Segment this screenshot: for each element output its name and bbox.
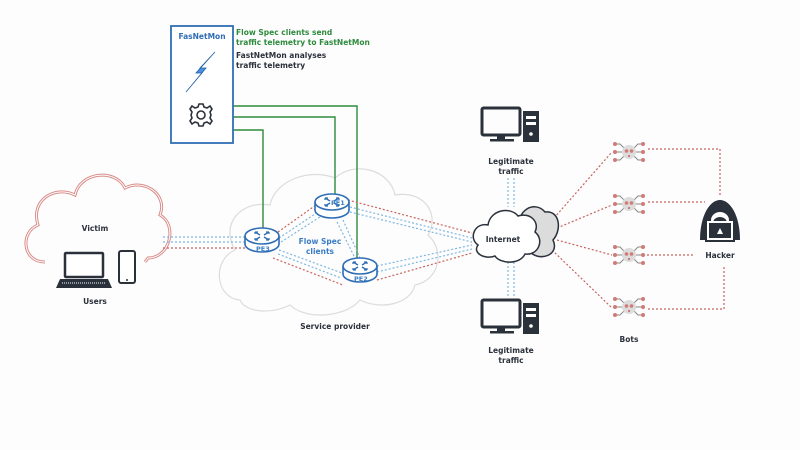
victim-links [163,236,246,249]
legit-computer-top [480,106,541,144]
telemetry-note-line1: Flow Spec clients send [236,28,333,37]
victim-label: Victim [81,224,109,233]
fastnetmon-brand: FasNetMon [178,32,226,41]
fastnetmon-box [170,25,234,144]
legit-links [507,178,515,296]
router-pe1-label: PE1 [331,198,345,208]
legit-bottom-line2: traffic [498,356,524,365]
legit-bottom-line1: Legitimate [488,346,534,355]
flowspec-label-line2: clients [305,247,335,256]
bot-4 [612,296,646,318]
router-mesh-links [272,199,473,286]
telemetry-note-line2: traffic telemetry to FastNetMon [236,38,370,47]
users-label: Users [83,297,107,306]
telemetry-lines [233,105,358,262]
legit-top-line1: Legitimate [488,157,534,166]
bot-1 [612,141,646,163]
victim-cloud [24,173,172,264]
gear-icon [189,103,213,127]
phone-icon [118,250,136,284]
bot-2 [612,193,646,215]
hacker-links [647,148,725,310]
internet-cloud [472,206,560,263]
analysis-note-line2: traffic telemetry [236,61,306,70]
router-pe2-label: PE2 [354,275,368,283]
flowspec-label-line1: Flow Spec [298,237,342,246]
hacker-icon [700,200,740,242]
service-provider-cloud [218,168,439,316]
bot-links [551,151,613,309]
bot-3 [612,244,646,266]
laptop-icon [56,251,112,288]
analysis-note-line1: FastNetMon analyses [236,51,327,60]
bots-label: Bots [619,335,639,344]
lightning-icon [185,51,216,93]
router-pe3-label: PE3 [256,245,270,253]
legit-top-line2: traffic [498,167,524,176]
service-provider-label: Service provider [300,322,370,331]
internet-label: Internet [485,235,521,244]
legit-computer-bottom [480,298,541,336]
hacker-label: Hacker [705,251,735,260]
